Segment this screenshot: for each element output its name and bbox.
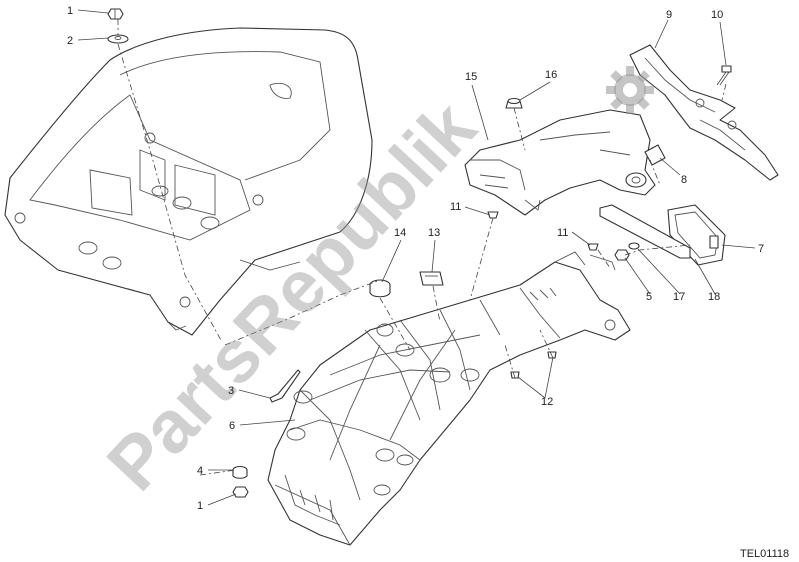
callout-4: 4 [197,465,203,477]
gear-icon [606,66,654,114]
callout-9: 9 [666,9,672,21]
nut-part-5 [614,249,630,261]
washer-part-2 [107,34,129,44]
callout-17: 17 [673,291,685,303]
grommet-part-14 [369,279,391,298]
screw-part-12-b [510,371,520,379]
callout-1-bottom: 1 [197,500,203,512]
nut-part-1-bottom [232,486,249,498]
rubber-cap-part-16 [505,97,523,109]
callout-11-upper: 11 [450,201,461,213]
callout-5: 5 [646,291,652,303]
callout-8: 8 [681,174,687,186]
tail-light-housing-part-15 [464,109,656,216]
callout-6: 6 [229,420,235,432]
screw-part-10 [716,65,732,86]
callout-7: 7 [758,243,764,255]
leader-lines [77,9,756,506]
screw-part-11-upper [487,211,499,219]
callout-12: 12 [541,396,553,408]
nut-part-1-top [107,8,124,20]
rear-mudguard-part-6 [267,251,631,546]
seat-subframe [4,27,373,336]
dash-line-part-1-2 [117,19,223,343]
washer-part-17 [628,242,640,250]
callout-16: 16 [545,69,557,81]
assembly-guide-lines [199,83,727,476]
callout-3: 3 [228,385,234,397]
callout-13: 13 [428,227,440,239]
drawing-code: TEL01118 [740,548,789,560]
callout-18: 18 [708,291,720,303]
callout-10: 10 [711,9,723,21]
license-plate-light-part-7 [667,204,726,266]
reflector-part-18 [599,204,691,259]
washer-part-4 [232,465,248,479]
callout-14: 14 [394,227,406,239]
clip-part-13 [419,271,444,286]
callout-labels: 1 2 1 3 4 5 6 7 8 9 10 11 11 12 13 14 15… [67,5,764,512]
callout-1-top: 1 [67,5,73,17]
license-plate-bracket-part-9 [629,44,779,181]
callout-15: 15 [465,71,477,83]
callout-11-right: 11 [557,227,568,239]
screw-part-11-right [587,243,616,271]
cable-tie-part-3 [269,369,301,403]
callout-2: 2 [67,35,73,47]
